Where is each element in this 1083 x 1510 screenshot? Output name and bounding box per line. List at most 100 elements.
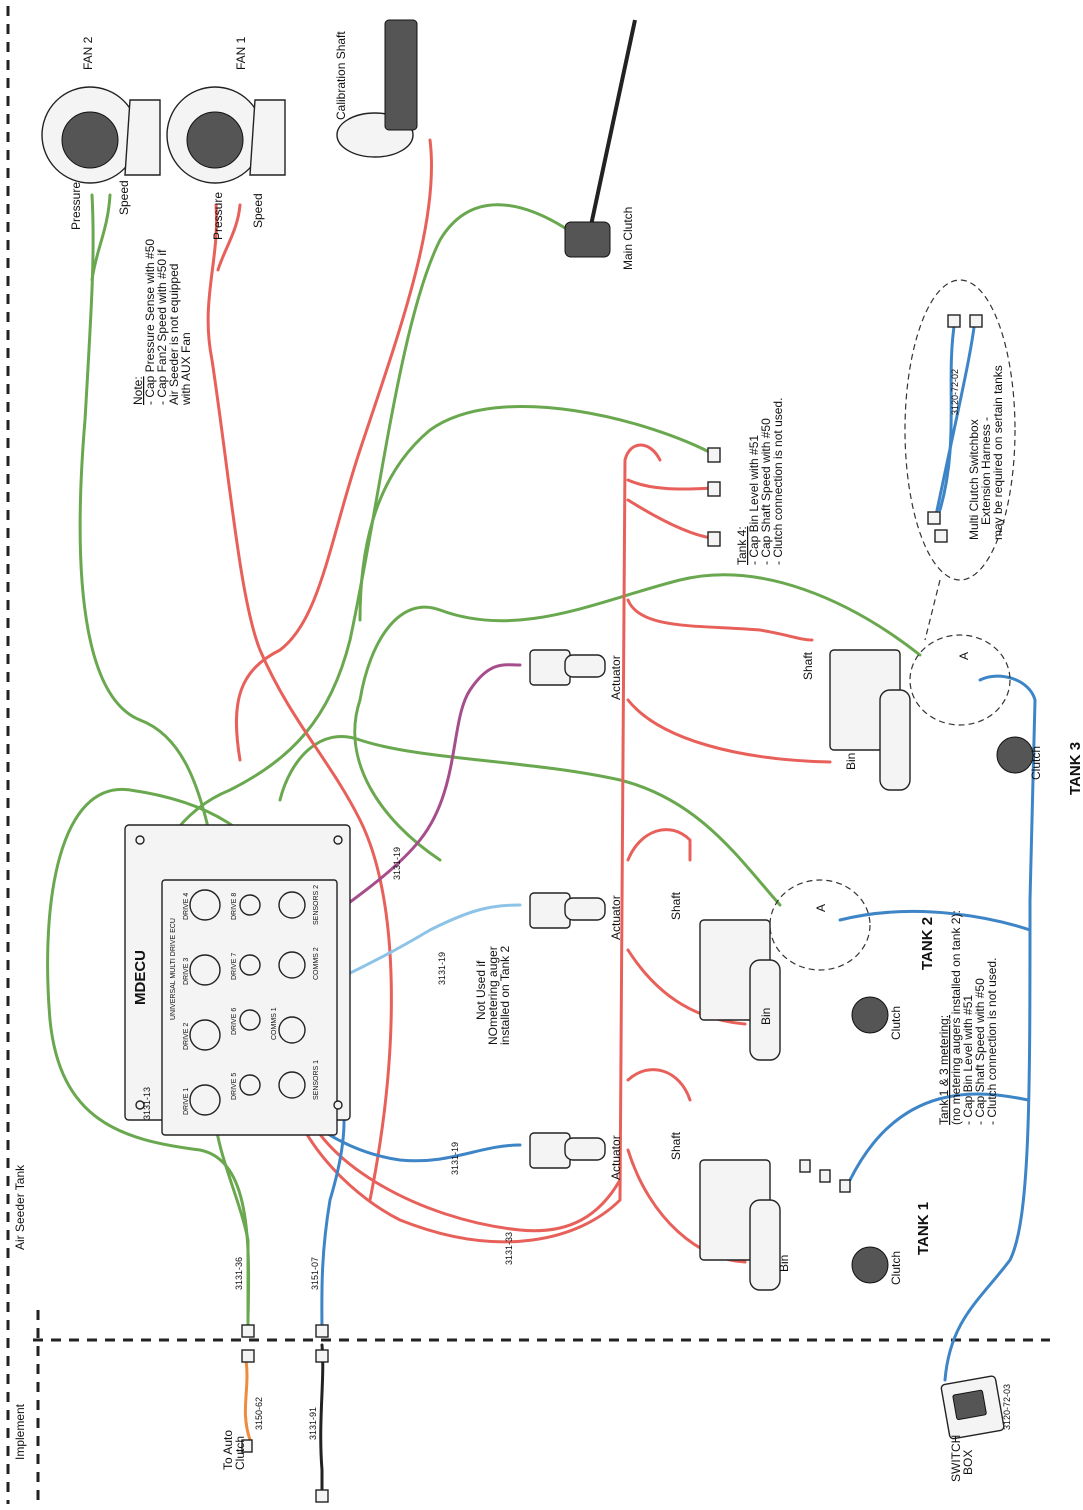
- blue-wire-harness-ext-b: [933, 318, 977, 522]
- green-wire-tank2: [278, 734, 782, 907]
- note-line3: Air Seeder is not equipped: [167, 264, 181, 405]
- actuator-mid: Actuator: [529, 892, 623, 940]
- port-sensors2-label: SENSORS 2: [313, 885, 320, 925]
- green-wire-fan2-speed: [90, 193, 112, 282]
- not-used-note: Not Used if NOmetering auger installed o…: [474, 945, 512, 1045]
- port-drive4: [189, 889, 221, 921]
- tank1-shaft-label: Shaft: [669, 1131, 683, 1160]
- tank1-title: TANK 1: [915, 1202, 932, 1255]
- tank13-note: Tank 1 & 3 metering: (no metering augers…: [937, 910, 999, 1125]
- to-auto-clutch-line2: Clutch: [233, 1436, 247, 1470]
- harness-3131-91: 3131-91: [308, 1407, 318, 1440]
- tank2-auger-tube: [749, 959, 781, 1061]
- orange-wire-3150-62: [243, 1358, 252, 1442]
- port-drive5-label: DRIVE 5: [231, 1073, 238, 1100]
- port-drive3-label: DRIVE 3: [183, 958, 190, 985]
- calibration-shaft-text: Calibration Shaft: [334, 31, 348, 120]
- fan1-pressure-label: Pressure: [211, 192, 225, 240]
- port-drive3: [189, 954, 221, 986]
- mcs-harness-callout: 3120-72-02 Multi Clutch Switchbox Extens…: [904, 279, 1016, 641]
- calibration-motor: [384, 19, 418, 131]
- red-wire-tank4-b: [626, 498, 714, 540]
- port-drive6-label: DRIVE 6: [231, 1008, 238, 1035]
- harness-3120-72-03: 3120-72-03: [1002, 1384, 1012, 1430]
- mcs-harness-ellipse: [904, 279, 1016, 581]
- port-drive7-label: DRIVE 7: [231, 953, 238, 980]
- tank4-line2: - Cap Shaft Speed with #50: [759, 418, 773, 565]
- actuator-top-body: [529, 649, 571, 686]
- actuator-bottom: Actuator: [529, 1132, 623, 1180]
- red-wire-tank2-shaft: [626, 828, 692, 862]
- green-wire-tank3: [353, 573, 922, 862]
- fan2-grille: [61, 111, 119, 169]
- tank3-bin-label: Bin: [844, 753, 858, 770]
- tank13-line2: - Cap Bin Level with #51: [961, 995, 975, 1125]
- mcs-part: 3120-72-02: [950, 369, 960, 415]
- calibration-shaft-label: Calibration Shaft: [334, 31, 348, 120]
- connector-3131-36: [241, 1324, 255, 1338]
- tank13-line4: - Clutch connection is not used.: [985, 958, 999, 1125]
- fan1-grille: [186, 111, 244, 169]
- green-wire-main-clutch: [143, 203, 567, 902]
- note-line1: - Cap Pressure Sense with #50: [143, 239, 157, 405]
- tank4-connector-a: [707, 447, 721, 463]
- tank1-connector-1: [799, 1159, 811, 1173]
- switch-box-panel: [952, 1389, 987, 1420]
- mdecu: MDECU UNIVERSAL MULTI DRIVE ECU 3131-13 …: [124, 824, 351, 1136]
- note-line4: with AUX Fan: [179, 332, 193, 406]
- fan2-outlet: [124, 99, 161, 176]
- harness-3150-62: 3150-62: [254, 1397, 264, 1430]
- connector-3131-91: [315, 1349, 329, 1363]
- tank4-line3: - Clutch connection is not used.: [771, 398, 785, 565]
- green-wire-sensors2-loop: [46, 788, 284, 1322]
- blue-wire-harness-ext: [938, 318, 957, 512]
- fan2-speed-label: Speed: [117, 180, 131, 215]
- actuator-top-label: Actuator: [609, 655, 623, 700]
- harness-labels: 3131-19 3131-19 3131-19 3131-36 3151-07 …: [234, 847, 1012, 1440]
- actuator-top-rod: [564, 654, 606, 678]
- green-wire-fan2: [78, 193, 217, 862]
- fan1-outlet: [249, 99, 286, 176]
- mcs-connector-3: [927, 511, 941, 525]
- fan1-speed-label: Speed: [251, 193, 265, 228]
- tank3-auger-tube: [879, 689, 911, 791]
- fan1: FAN 1 Pressure Speed: [166, 36, 286, 240]
- port-comms2: [278, 951, 306, 979]
- mcs-harness-leader: [924, 579, 941, 641]
- mdecu-mount-2: [135, 1100, 145, 1110]
- mcs-connector-4: [934, 529, 948, 543]
- tank3-callout-ellipse: [909, 634, 1011, 726]
- mdecu-body: [161, 879, 338, 1136]
- green-wire-tank4: [358, 404, 717, 622]
- wires: [46, 138, 1037, 1502]
- red-wire-tank3-shaft: [626, 598, 814, 642]
- tank4-line1: - Cap Bin Level with #51: [747, 435, 761, 565]
- tank3: Shaft Bin Clutch A TANK 3: [801, 634, 1083, 795]
- tank4-connector-b: [707, 481, 721, 497]
- not-used-line3: installed on Tank 2: [498, 945, 512, 1045]
- port-sensors1-label: SENSORS 1: [313, 1060, 320, 1100]
- harness-3131-19-mid: 3131-19: [437, 952, 447, 985]
- tank1-bin-label: Bin: [777, 1255, 791, 1272]
- tank3-callout-label: A: [957, 652, 971, 660]
- tank13-heading: Tank 1 & 3 metering:: [937, 1015, 951, 1125]
- green-wire-3131-36: [213, 1118, 250, 1332]
- mdecu-mount-1: [135, 835, 145, 845]
- harness-3131-33: 3131-33: [504, 1232, 514, 1265]
- switch-box: SWITCH BOX: [940, 1375, 1005, 1482]
- actuator-bottom-rod: [564, 1137, 606, 1161]
- port-drive6: [239, 1009, 261, 1031]
- actuator-bottom-label: Actuator: [609, 1135, 623, 1180]
- implement-label: Implement: [13, 1403, 27, 1460]
- fan2-pressure-label: Pressure: [69, 182, 83, 230]
- red-wire-tank2-bin: [626, 948, 747, 1026]
- tank1-connector-3: [839, 1179, 851, 1193]
- connector-3151-07: [315, 1324, 329, 1338]
- actuator-mid-label: Actuator: [609, 895, 623, 940]
- port-drive5: [239, 1074, 261, 1096]
- tank1: Shaft Bin Clutch TANK 1: [669, 1131, 932, 1291]
- mdecu-subtitle: UNIVERSAL MULTI DRIVE ECU: [170, 918, 177, 1020]
- mcs-line3: may be required on sertain tanks: [991, 365, 1005, 540]
- harness-3151-07: 3151-07: [310, 1257, 320, 1290]
- calibration-shaft: Calibration Shaft: [334, 19, 418, 158]
